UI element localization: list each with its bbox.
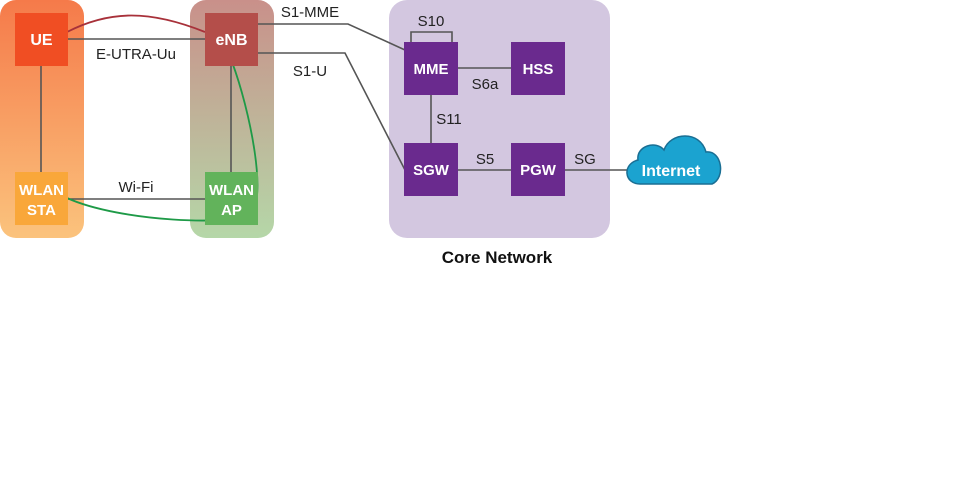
- wlan-ap-node[interactable]: WLAN AP: [205, 172, 258, 225]
- lte-radio-link-curve: [66, 14, 206, 33]
- enb-label: eNB: [215, 32, 247, 49]
- enb-node[interactable]: eNB: [205, 13, 258, 66]
- pgw-label: PGW: [520, 162, 557, 179]
- ue-label: UE: [30, 32, 53, 49]
- wifi-label: Wi-Fi: [119, 179, 154, 196]
- wlan-sta-label-line2: STA: [27, 202, 56, 219]
- wlan-sta-node[interactable]: WLAN STA: [15, 172, 68, 225]
- s1-u-line: [257, 52, 406, 171]
- ue-node[interactable]: UE: [15, 13, 68, 66]
- e-utra-uu-label: E-UTRA-Uu: [96, 46, 176, 63]
- wlan-ap-label-line2: AP: [221, 202, 242, 219]
- mme-node[interactable]: MME: [404, 42, 458, 95]
- s5-label: S5: [476, 151, 494, 168]
- s10-loop: [410, 31, 453, 42]
- cloud-icon: [626, 135, 722, 185]
- internet-label: Internet: [642, 163, 701, 180]
- hss-node[interactable]: HSS: [511, 42, 565, 95]
- wlan-sta-label-line1: WLAN: [19, 182, 64, 199]
- pgw-node[interactable]: PGW: [511, 143, 565, 196]
- core-network-caption: Core Network: [442, 248, 553, 267]
- internet-node[interactable]: Internet: [626, 135, 722, 185]
- s10-label: S10: [418, 13, 445, 30]
- core-network-group: [389, 0, 610, 238]
- s1-mme-line: [257, 23, 406, 51]
- hss-label: HSS: [523, 61, 554, 78]
- s6a-label: S6a: [472, 76, 499, 93]
- sgw-label: SGW: [413, 162, 450, 179]
- s1-mme-label: S1-MME: [281, 4, 339, 21]
- wlan-ap-label-line1: WLAN: [209, 182, 254, 199]
- sgw-node[interactable]: SGW: [404, 143, 458, 196]
- s1-u-label: S1-U: [293, 63, 327, 80]
- connection-lines: [40, 23, 630, 200]
- mme-label: MME: [414, 61, 449, 78]
- sg-label: SG: [574, 151, 596, 168]
- s11-label: S11: [436, 111, 462, 128]
